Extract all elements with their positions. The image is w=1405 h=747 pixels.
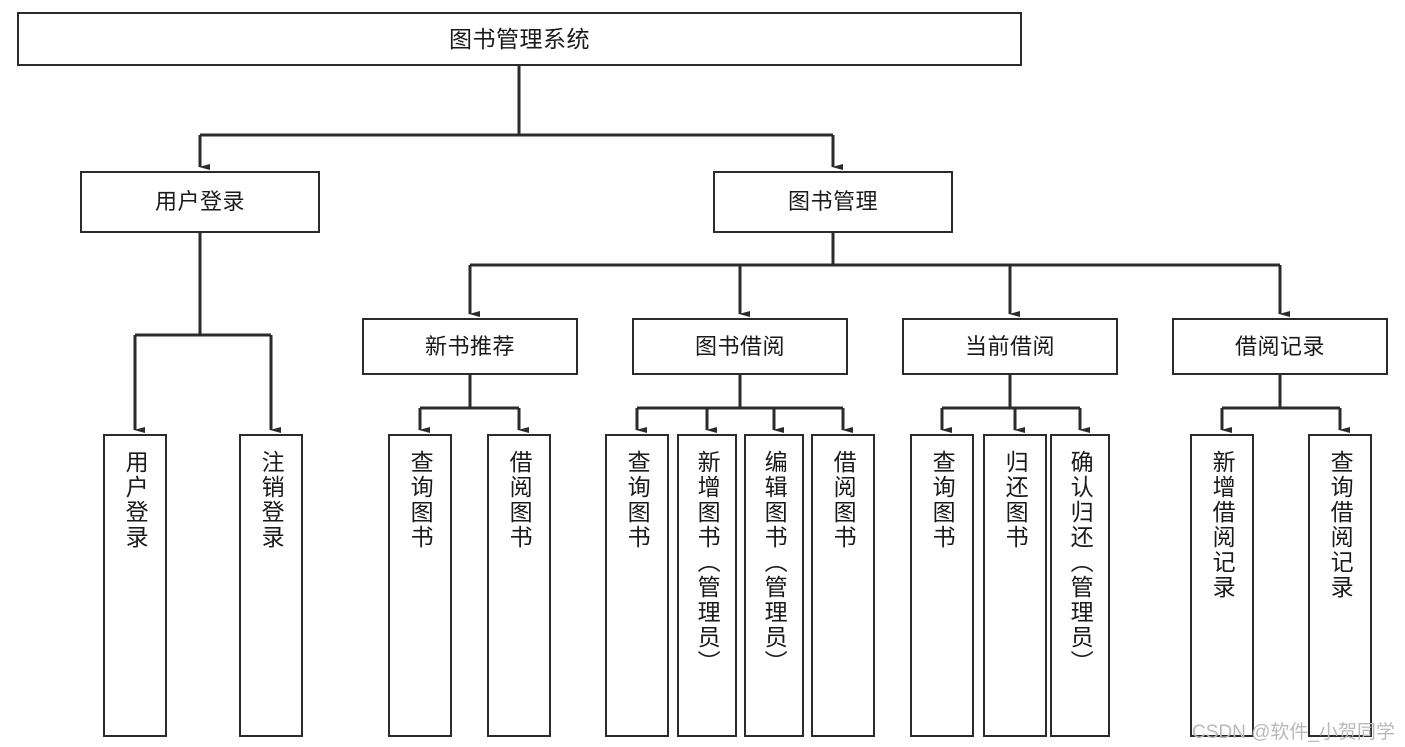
node-label: 借阅记录 bbox=[1234, 333, 1325, 359]
node-label: 图书管理 bbox=[787, 189, 878, 215]
node-leaf-user-logout[interactable]: 注销登录 bbox=[239, 434, 303, 737]
node-root-图书管理系统[interactable]: 图书管理系统 bbox=[17, 12, 1022, 66]
node-book-borrow[interactable]: 图书借阅 bbox=[632, 318, 848, 375]
node-label: 确认归还（管理员） bbox=[1067, 450, 1094, 675]
node-leaf-borrow-book[interactable]: 借阅图书 bbox=[811, 434, 875, 737]
node-label: 查询借阅记录 bbox=[1327, 450, 1354, 600]
node-label: 借阅图书 bbox=[506, 450, 533, 550]
node-label: 新增借阅记录 bbox=[1209, 450, 1236, 600]
node-leaf-confirm-return[interactable]: 确认归还（管理员） bbox=[1050, 434, 1110, 737]
node-label: 查询图书 bbox=[624, 450, 651, 550]
node-label: 图书管理系统 bbox=[449, 25, 590, 52]
node-label: 图书借阅 bbox=[694, 333, 785, 359]
node-label: 当前借阅 bbox=[964, 333, 1055, 359]
node-leaf-borrow-book-rec[interactable]: 借阅图书 bbox=[487, 434, 551, 737]
node-label: 借阅图书 bbox=[830, 450, 857, 550]
node-label: 注销登录 bbox=[258, 450, 285, 550]
node-leaf-edit-book[interactable]: 编辑图书（管理员） bbox=[744, 434, 804, 737]
node-user-login[interactable]: 用户登录 bbox=[80, 171, 320, 233]
node-label: 查询图书 bbox=[407, 450, 434, 550]
node-leaf-return-book[interactable]: 归还图书 bbox=[983, 434, 1047, 737]
node-leaf-user-login[interactable]: 用户登录 bbox=[103, 434, 167, 737]
node-book-manage[interactable]: 图书管理 bbox=[713, 171, 953, 233]
node-leaf-query-book-cur[interactable]: 查询图书 bbox=[910, 434, 974, 737]
node-leaf-query-book-rec[interactable]: 查询图书 bbox=[388, 434, 452, 737]
node-label: 用户登录 bbox=[154, 189, 245, 215]
node-new-book-rec[interactable]: 新书推荐 bbox=[362, 318, 578, 375]
node-label: 新书推荐 bbox=[424, 333, 515, 359]
node-leaf-add-record[interactable]: 新增借阅记录 bbox=[1190, 434, 1254, 737]
node-label: 用户登录 bbox=[122, 450, 149, 550]
node-leaf-query-record[interactable]: 查询借阅记录 bbox=[1308, 434, 1372, 737]
node-label: 编辑图书（管理员） bbox=[761, 450, 788, 675]
node-borrow-record[interactable]: 借阅记录 bbox=[1172, 318, 1388, 375]
node-current-borrow[interactable]: 当前借阅 bbox=[902, 318, 1118, 375]
node-label: 新增图书（管理员） bbox=[694, 450, 721, 675]
node-label: 查询图书 bbox=[929, 450, 956, 550]
node-leaf-add-book[interactable]: 新增图书（管理员） bbox=[677, 434, 737, 737]
connector-lines bbox=[133, 66, 1350, 433]
node-leaf-query-book[interactable]: 查询图书 bbox=[605, 434, 669, 737]
node-label: 归还图书 bbox=[1002, 450, 1029, 550]
